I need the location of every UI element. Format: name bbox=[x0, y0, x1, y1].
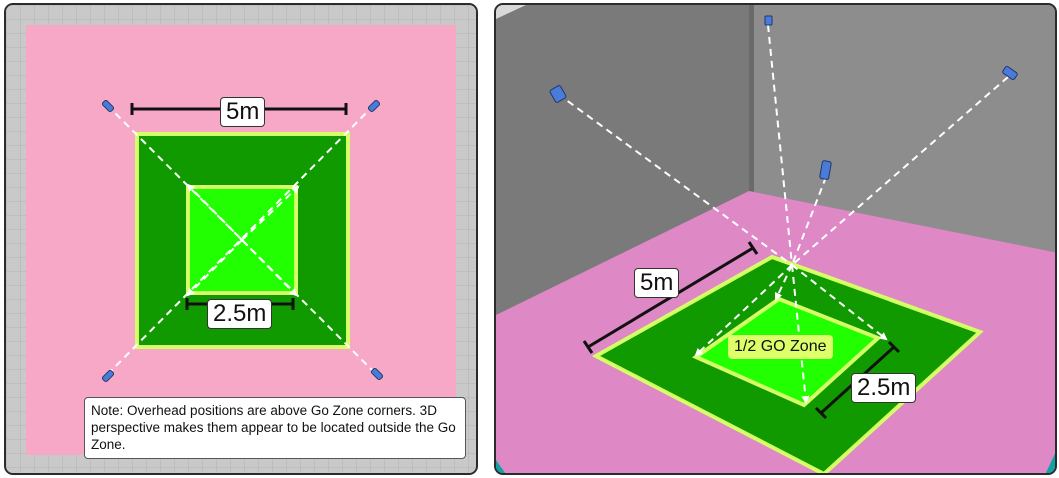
arrow-icon bbox=[241, 239, 298, 297]
floor-edge-right bbox=[1045, 453, 1055, 473]
camera-icon bbox=[819, 160, 832, 180]
perspective-view-panel: 5m 1/2 GO Zone 2.5m bbox=[494, 3, 1057, 475]
camera-icon bbox=[370, 367, 384, 381]
arrow-icon bbox=[186, 183, 243, 241]
camera-icon bbox=[367, 99, 381, 113]
camera-icon bbox=[764, 15, 773, 26]
camera-rays-3d bbox=[557, 24, 1009, 404]
arrow-icon bbox=[791, 264, 888, 341]
arrow-icon bbox=[774, 264, 793, 301]
arrow-icon bbox=[791, 264, 810, 404]
back-wall-right bbox=[749, 5, 1055, 253]
arrow-icon bbox=[241, 185, 300, 241]
camera-rays bbox=[106, 104, 379, 377]
camera-icon bbox=[101, 369, 115, 383]
arrow-icon bbox=[186, 239, 243, 297]
ceiling-edge bbox=[496, 5, 526, 19]
camera-icon bbox=[1002, 65, 1018, 81]
top-view-diagram bbox=[6, 5, 476, 473]
outer-dimension-label: 5m bbox=[220, 97, 266, 127]
outer-dimension-label-3d: 5m bbox=[634, 268, 680, 298]
camera-icon bbox=[549, 85, 567, 103]
camera-ray bbox=[106, 104, 375, 376]
arrow-icon bbox=[694, 264, 793, 357]
camera-ray bbox=[106, 104, 379, 377]
camera-icon bbox=[101, 99, 115, 113]
inner-dimension-label: 2.5m bbox=[207, 299, 273, 329]
perspective-diagram bbox=[496, 5, 1055, 473]
wall-corner bbox=[749, 5, 754, 192]
back-wall-left bbox=[496, 5, 749, 315]
inner-dimension-label-3d: 2.5m bbox=[851, 373, 917, 403]
top-view-panel: 5m 2.5m Note: Overhead positions are abo… bbox=[4, 3, 478, 475]
perspective-note: Note: Overhead positions are above Go Zo… bbox=[84, 397, 466, 459]
half-go-zone-label: 1/2 GO Zone bbox=[728, 335, 833, 359]
